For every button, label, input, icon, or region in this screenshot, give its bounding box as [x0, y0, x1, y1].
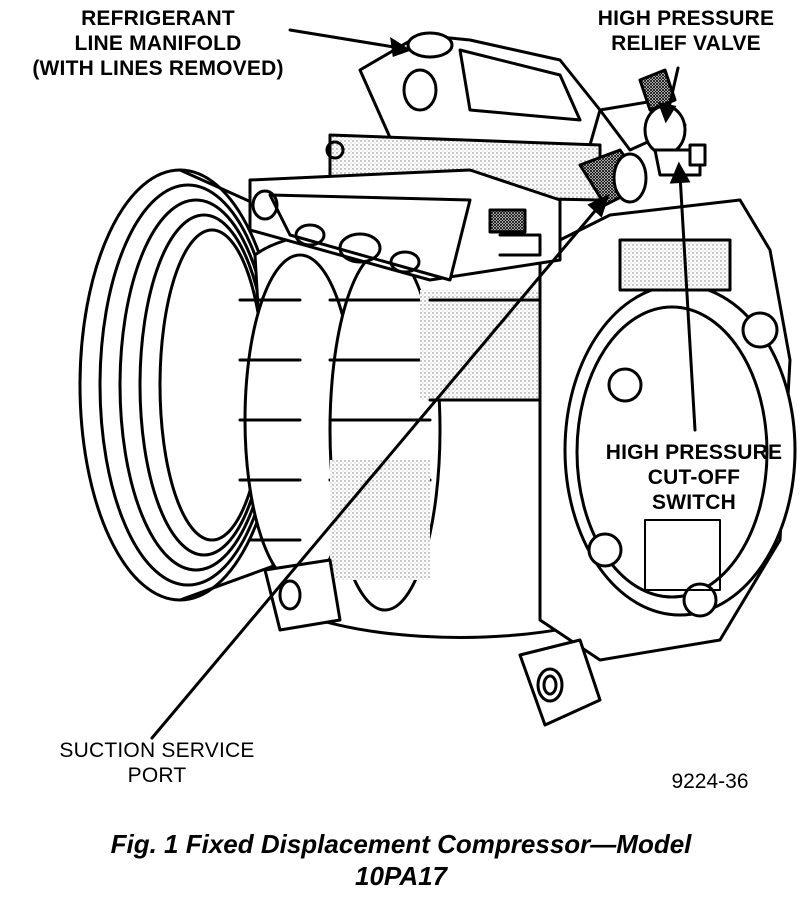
manifold-label: REFRIGERANT LINE MANIFOLD (WITH LINES RE… [8, 6, 308, 81]
cutoff-switch-label: HIGH PRESSURE CUT-OFF SWITCH [588, 440, 800, 515]
compressor-illustration [78, 28, 797, 740]
figure-id: 9224-36 [671, 770, 749, 793]
cutoff-switch-label-line-3: SWITCH [651, 491, 737, 514]
mounting-ear-bottom-right [518, 638, 602, 727]
suction-port-label: SUCTION SERVICE PORT [38, 738, 276, 788]
caption-line-2: 10PA17 [354, 861, 448, 891]
cutoff-switch-label-line-1: HIGH PRESSURE [605, 441, 783, 464]
manifold-label-line-2: LINE MANIFOLD [74, 32, 242, 55]
leader-cutoff-switch [669, 161, 697, 432]
leader-suction-port [150, 194, 610, 740]
leader-relief-valve [657, 66, 680, 124]
manifold-label-line-1: REFRIGERANT [81, 7, 235, 30]
leader-manifold [288, 28, 412, 58]
relief-valve-label: HIGH PRESSURE RELIEF VALVE [578, 6, 794, 56]
refrigerant-line-manifold [248, 31, 602, 282]
relief-valve-label-line-1: HIGH PRESSURE [597, 7, 775, 30]
mounting-ear-bottom-left [263, 558, 342, 632]
cutoff-switch-label-line-2: CUT-OFF [647, 466, 741, 489]
relief-valve-label-line-2: RELIEF VALVE [611, 32, 761, 55]
figure-caption: Fig. 1 Fixed Displacement Compressor—Mod… [0, 828, 802, 892]
suction-port-label-line-2: PORT [127, 764, 187, 787]
suction-service-port [578, 148, 648, 207]
suction-port-label-line-1: SUCTION SERVICE [59, 739, 255, 762]
caption-line-1: Fig. 1 Fixed Displacement Compressor—Mod… [110, 829, 692, 859]
rear-head [538, 198, 797, 662]
manifold-label-line-3: (WITH LINES REMOVED) [32, 57, 284, 80]
cut-off-switch [653, 143, 707, 177]
